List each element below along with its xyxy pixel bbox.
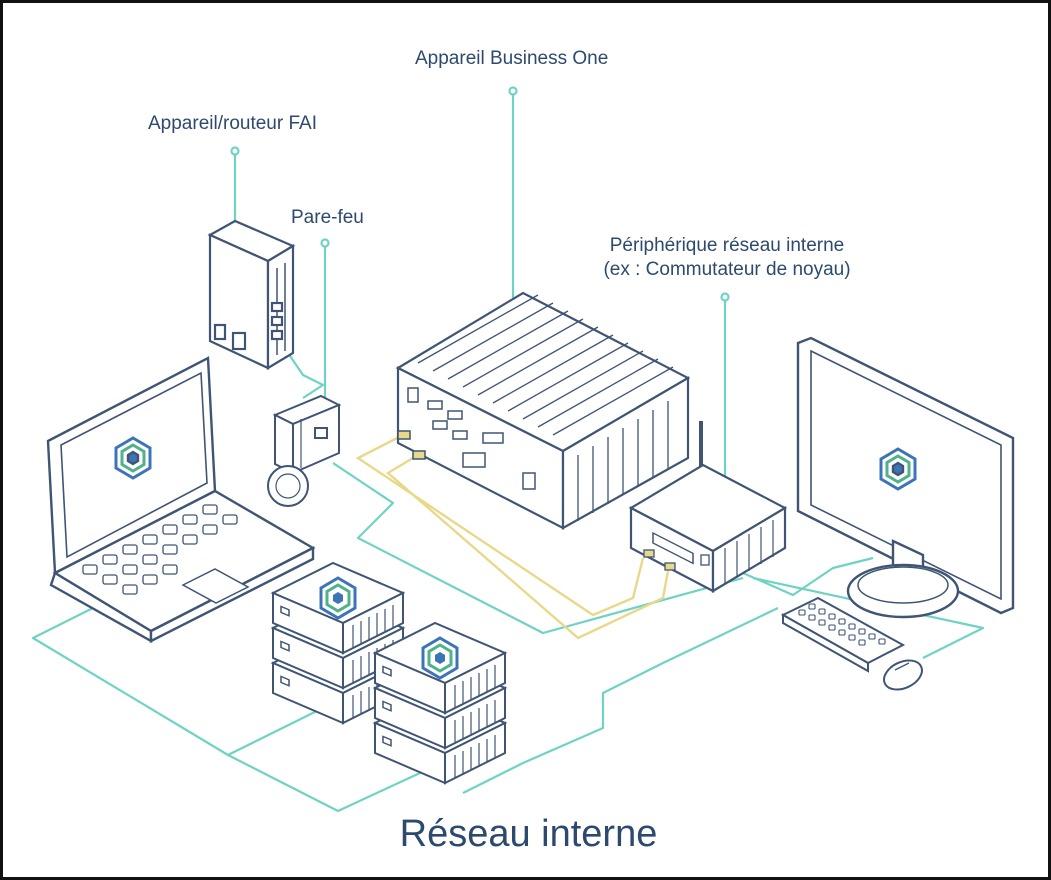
server-stack-logo-icon [319,576,357,620]
isp-router-label: Appareil/routeur FAI [148,113,317,134]
network-diagram [31,86,1015,813]
firewall-icon [267,394,342,507]
firewall-label: Pare-feu [291,207,364,228]
switch-monitor-link [742,556,874,597]
network-lines [31,86,985,813]
core-switch-icon [628,421,788,593]
business-one-appliance-icon [395,291,691,530]
diagram-title: Réseau interne [399,813,658,855]
switch-mouse-link [752,576,985,659]
isp-firewall-link [287,352,325,399]
core-switch-label-line1: Périphérique réseau interne [609,235,845,256]
patch-cables [355,433,670,640]
monitor-icon [796,336,1015,619]
business-one-label: Appareil Business One [415,48,609,69]
firewall-switch-link [332,462,744,635]
keyboard-icon [780,596,906,673]
server-switch-link [462,607,779,794]
laptop-icon [46,356,316,644]
monitor-screen-logo-icon [879,447,917,491]
mouse-icon [883,659,923,691]
isp-router-icon [207,219,296,370]
core-switch-label-line2: (ex : Commutateur de noyau) [603,259,851,280]
server-stack-logo-icon [421,636,459,680]
laptop-server-link [31,602,334,757]
server-stack-icon [374,622,506,784]
core-switch-label: Périphérique réseau interne (ex : Commut… [591,234,863,282]
laptop-screen-logo-icon [114,436,152,480]
